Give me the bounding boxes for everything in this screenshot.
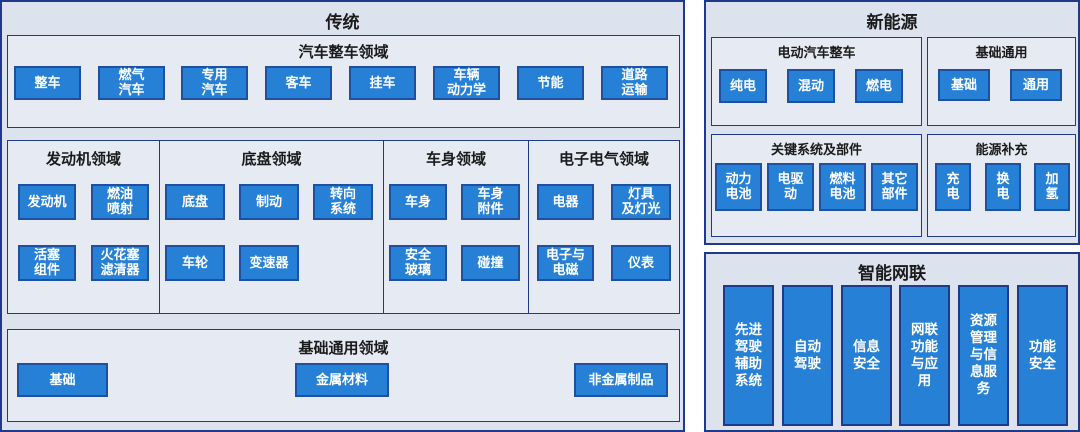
traditional-panel: 传统 汽车整车领域 整车 燃气 汽车 专用 汽车 客车 挂车 车辆 动力学 节能… (0, 0, 685, 432)
general-domain-title: 基础通用领域 (298, 339, 389, 357)
body-item[interactable]: 安全 玻璃 (389, 245, 447, 281)
electrical-item[interactable]: 电器 (537, 184, 594, 220)
new-energy-title: 新能源 (866, 13, 918, 33)
connected-item[interactable]: 信息 安全 (841, 285, 892, 426)
connected-item[interactable]: 网联 功能 与应 用 (899, 285, 950, 426)
engine-item[interactable]: 活塞 组件 (18, 245, 76, 281)
general-domain-box: 基础通用领域 基础 金属材料 非金属制品 (7, 329, 680, 422)
supply-item[interactable]: 充 电 (935, 163, 971, 211)
basic-item[interactable]: 通用 (1010, 69, 1062, 101)
key-item[interactable]: 动力 电池 (715, 163, 762, 211)
vehicle-domain-box: 汽车整车领域 整车 燃气 汽车 专用 汽车 客车 挂车 车辆 动力学 节能 道路… (7, 35, 680, 128)
engine-domain-title: 发动机领域 (45, 150, 121, 168)
ev-item[interactable]: 混动 (787, 69, 835, 103)
body-item[interactable]: 碰撞 (461, 245, 520, 281)
engine-domain: 发动机领域 发动机 燃油 喷射 活塞 组件 火花塞 滤清器 (8, 141, 159, 313)
energy-supply-box: 能源补充 充 电 换 电 加 氢 (927, 134, 1076, 237)
basic-title: 基础通用 (975, 46, 1028, 61)
key-item[interactable]: 其它 部件 (871, 163, 918, 211)
energy-supply-title: 能源补充 (975, 143, 1028, 158)
vehicle-item[interactable]: 挂车 (349, 66, 416, 100)
vehicle-item[interactable]: 车辆 动力学 (433, 66, 500, 100)
electrical-item[interactable]: 灯具 及灯光 (611, 184, 671, 220)
vehicle-domain-title: 汽车整车领域 (298, 43, 389, 61)
general-item[interactable]: 基础 (17, 363, 108, 397)
electrical-item[interactable]: 仪表 (611, 245, 671, 281)
electrical-domain-title: 电子电气领域 (558, 150, 649, 168)
engine-item[interactable]: 燃油 喷射 (91, 184, 149, 220)
body-item[interactable]: 车身 (389, 184, 447, 220)
divider (383, 141, 384, 313)
vehicle-item[interactable]: 整车 (14, 66, 81, 100)
traditional-title: 传统 (325, 13, 360, 33)
vehicle-item[interactable]: 专用 汽车 (181, 66, 248, 100)
connected-panel: 智能网联 先进 驾驶 辅助 系统 自动 驾驶 信息 安全 网联 功能 与应 用 … (704, 252, 1080, 432)
electrical-item[interactable]: 电子与 电磁 (537, 245, 594, 281)
vehicle-item[interactable]: 燃气 汽车 (98, 66, 165, 100)
body-domain: 车身领域 车身 车身 附件 安全 玻璃 碰撞 (384, 141, 528, 313)
chassis-item[interactable]: 制动 (239, 184, 299, 220)
body-domain-title: 车身领域 (425, 150, 486, 168)
connected-item[interactable]: 功能 安全 (1017, 285, 1068, 426)
vehicle-item[interactable]: 客车 (265, 66, 332, 100)
basic-item[interactable]: 基础 (938, 69, 990, 101)
electrical-domain: 电子电气领域 电器 灯具 及灯光 电子与 电磁 仪表 (529, 141, 679, 313)
key-item[interactable]: 燃料 电池 (819, 163, 866, 211)
supply-item[interactable]: 加 氢 (1034, 163, 1070, 211)
engine-item[interactable]: 发动机 (18, 184, 76, 220)
ev-item[interactable]: 燃电 (855, 69, 903, 103)
connected-item[interactable]: 先进 驾驶 辅助 系统 (723, 285, 774, 426)
vehicle-item[interactable]: 节能 (517, 66, 584, 100)
body-item[interactable]: 车身 附件 (461, 184, 520, 220)
divider (159, 141, 160, 313)
chassis-item[interactable]: 变速器 (239, 245, 299, 281)
connected-item[interactable]: 自动 驾驶 (782, 285, 833, 426)
general-item[interactable]: 非金属制品 (574, 363, 668, 397)
supply-item[interactable]: 换 电 (985, 163, 1021, 211)
connected-item[interactable]: 资源 管理 与信 息服 务 (958, 285, 1009, 426)
engine-item[interactable]: 火花塞 滤清器 (91, 245, 149, 281)
ev-box: 电动汽车整车 纯电 混动 燃电 (711, 37, 922, 126)
chassis-item[interactable]: 车轮 (165, 245, 225, 281)
ev-title: 电动汽车整车 (777, 46, 856, 61)
chassis-domain-title: 底盘领域 (241, 150, 302, 168)
general-item[interactable]: 金属材料 (295, 363, 389, 397)
domains-row-box: 发动机领域 发动机 燃油 喷射 活塞 组件 火花塞 滤清器 底盘领域 底盘 制动… (7, 140, 680, 314)
key-systems-title: 关键系统及部件 (770, 143, 862, 158)
new-energy-panel: 新能源 电动汽车整车 纯电 混动 燃电 基础通用 基础 通用 关键系统及部件 动… (704, 0, 1080, 245)
divider (528, 141, 529, 313)
key-systems-box: 关键系统及部件 动力 电池 电驱 动 燃料 电池 其它 部件 (711, 134, 922, 237)
key-item[interactable]: 电驱 动 (767, 163, 814, 211)
chassis-domain: 底盘领域 底盘 制动 转向 系统 车轮 变速器 (160, 141, 383, 313)
vehicle-item[interactable]: 道路 运输 (601, 66, 668, 100)
basic-box: 基础通用 基础 通用 (927, 37, 1076, 126)
connected-title: 智能网联 (858, 264, 926, 284)
chassis-item[interactable]: 底盘 (165, 184, 225, 220)
chassis-item[interactable]: 转向 系统 (313, 184, 373, 220)
ev-item[interactable]: 纯电 (719, 69, 767, 103)
